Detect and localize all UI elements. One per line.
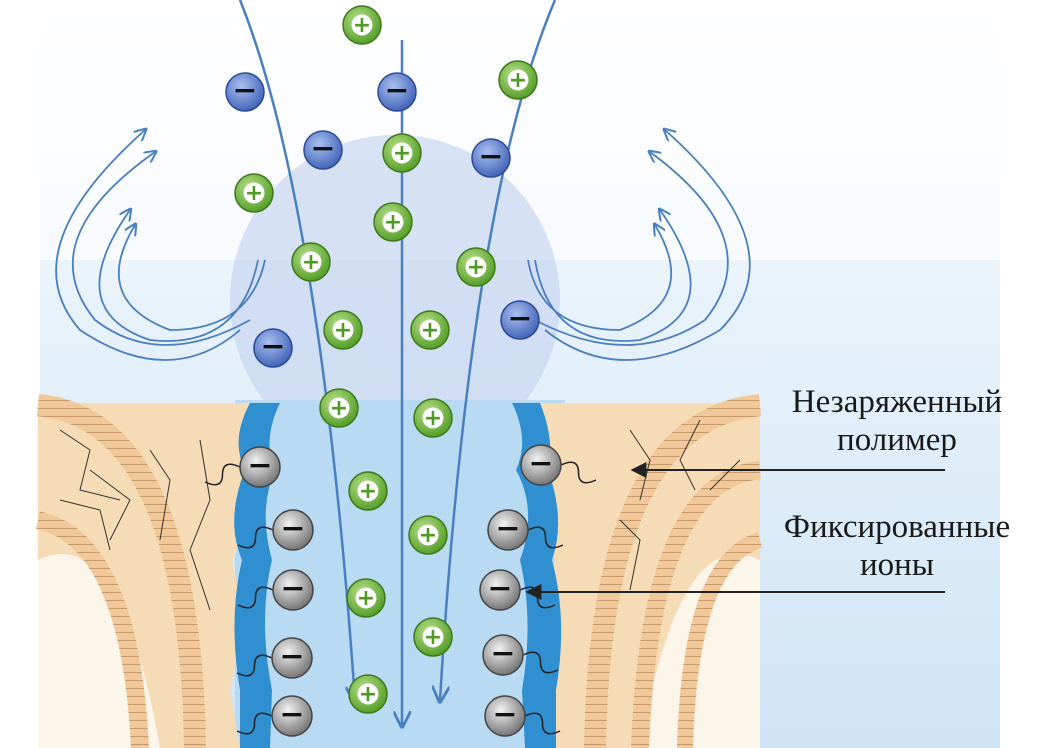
ion-sign: − [528,446,553,481]
ion-sign: − [232,73,257,108]
positive-ion: + [291,242,331,282]
ion-tether [524,712,561,735]
negative-ion: − [225,72,265,112]
ion-sign: − [310,131,335,166]
positive-ion: + [319,388,359,428]
ion-sign: + [353,13,371,38]
ion-sign: + [357,586,375,611]
ion-sign: + [424,625,442,650]
fixed-ion: − [479,569,521,611]
ion-sign: + [393,141,411,166]
ion-tether [237,586,274,609]
positive-ion: + [323,310,363,350]
ion-tether [527,526,564,549]
label-line: ионы [860,547,934,583]
ion-sign: − [279,697,304,732]
polymer-left [35,394,280,748]
ion-tether [204,463,241,486]
positive-ion: + [413,617,453,657]
label-line: Незаряженный [791,384,1003,420]
positive-ion: + [348,471,388,511]
ion-tether [519,586,556,609]
label-line: Фиксированные [783,509,1011,545]
ion-sign: − [260,329,285,364]
fixed-ion: − [271,637,313,679]
ion-tether [237,526,274,549]
circulation-arrows [55,130,751,361]
ion-sign: + [359,479,377,504]
ion-sign: − [384,73,409,108]
ion-sign: + [467,255,485,280]
fixed-ion: − [482,634,524,676]
label-fixed-ions: Фиксированные ионы [762,508,1032,584]
ion-sign: + [421,318,439,343]
label-line: полимер [837,422,957,458]
negative-ion: − [500,300,540,340]
fixed-ion: − [239,446,281,488]
ion-sign: + [359,682,377,707]
positive-ion: + [348,674,388,714]
fixed-ion: − [484,695,526,737]
positive-ion: + [373,202,413,242]
ion-sign: − [280,511,305,546]
ion-sign: − [280,571,305,606]
ion-sign: + [334,318,352,343]
ion-tether [236,712,273,735]
ion-sign: − [487,571,512,606]
ion-sign: − [478,139,503,174]
fixed-ion: − [487,509,529,551]
fixed-ion: − [520,444,562,486]
ion-tether [522,651,559,674]
ion-sign: + [424,406,442,431]
ion-sign: − [490,636,515,671]
negative-ion: − [303,130,343,170]
ion-sign: + [384,210,402,235]
fixed-ion: − [271,695,313,737]
fixed-ion: − [272,509,314,551]
label-uncharged-polymer: Незаряженный полимер [762,383,1032,459]
positive-ion: + [342,5,382,45]
ion-sign: − [279,639,304,674]
ion-sign: + [245,181,263,206]
negative-ion: − [377,72,417,112]
fixed-ion: − [272,569,314,611]
negative-ion: − [471,138,511,178]
ion-sign: − [507,301,532,336]
positive-ion: + [408,515,448,555]
ion-sign: + [330,396,348,421]
ion-sign: − [247,448,272,483]
positive-ion: + [498,60,538,100]
positive-ion: + [456,247,496,287]
positive-ion: + [382,133,422,173]
ion-sign: − [495,511,520,546]
ion-sign: + [302,250,320,275]
positive-ion: + [346,578,386,618]
ion-sign: + [509,68,527,93]
ion-tether [560,461,597,484]
ion-sign: − [492,697,517,732]
negative-ion: − [253,328,293,368]
flow-zone-circle [230,135,560,465]
ion-tether [236,654,273,677]
positive-ion: + [413,398,453,438]
polymer-right [512,394,763,748]
positive-ion: + [234,173,274,213]
ion-sign: + [419,523,437,548]
positive-ion: + [410,310,450,350]
